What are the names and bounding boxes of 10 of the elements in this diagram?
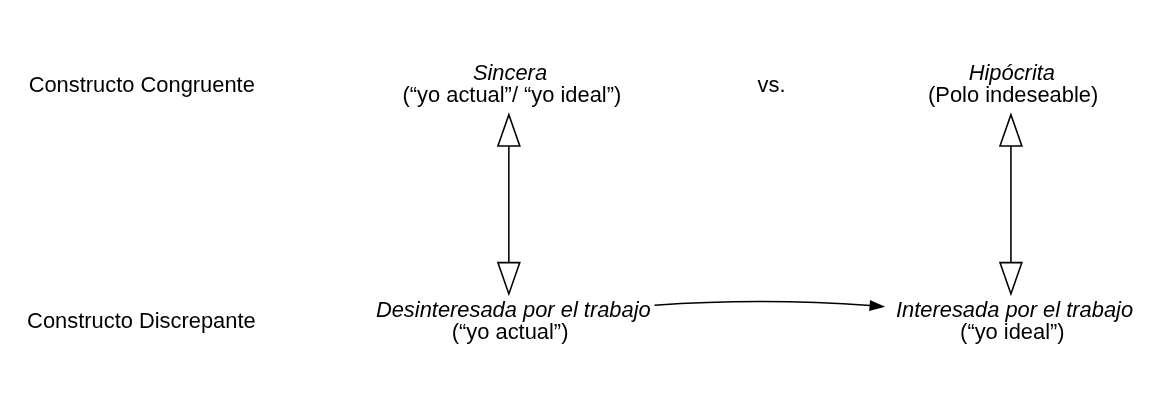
node-text: Sincera (“yo actual”/ “yo ideal”)	[402, 59, 622, 107]
node-text: Hipócrita (Polo indeseable)	[928, 59, 1099, 107]
label: Constructo Congruente	[28, 71, 255, 97]
arrow	[496, 111, 521, 296]
arrow	[653, 299, 886, 311]
arrow	[998, 111, 1023, 296]
label: Constructo Discrepante	[27, 307, 256, 333]
label: vs.	[757, 71, 786, 97]
node-text: Interesada por el trabajo (“yo ideal”)	[895, 296, 1134, 344]
node-text: Desinteresada por el trabajo (“yo actual”)	[375, 296, 651, 344]
